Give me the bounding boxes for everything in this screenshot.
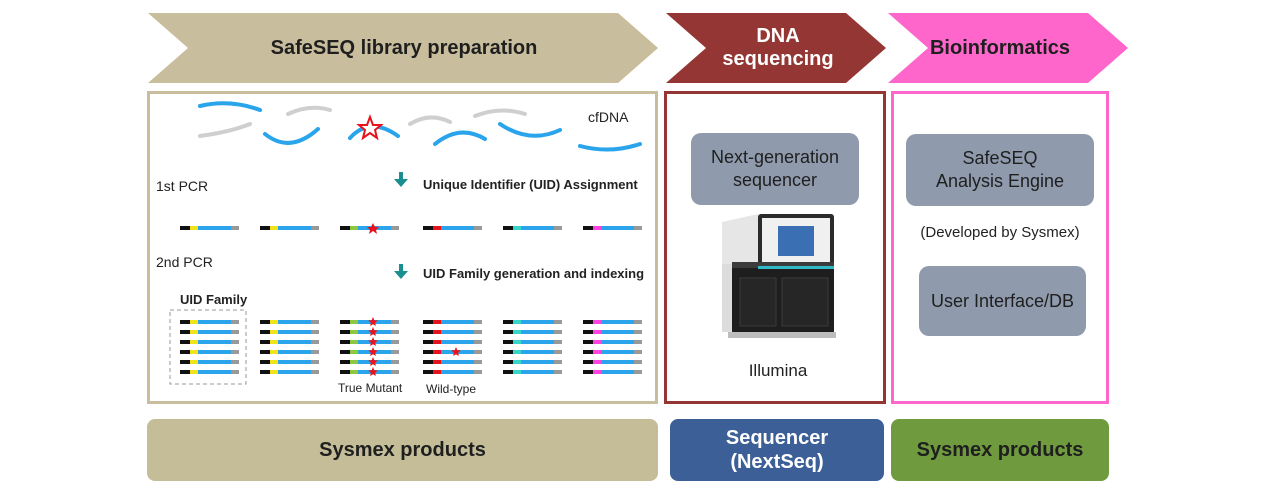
- uid-family-strand: [180, 330, 239, 334]
- uid-family-strand: [583, 360, 642, 364]
- dna-sequencing-panel: [664, 91, 886, 404]
- footer-sequencer-nextseq: Sequencer (NextSeq): [670, 419, 884, 481]
- uid-family-strand: [180, 340, 239, 344]
- mutation-star-icon: [451, 347, 461, 356]
- uid-family-generation-label: UID Family generation and indexing: [423, 266, 645, 281]
- uid-family-strand: [503, 370, 562, 374]
- bioinformatics-title: Bioinformatics: [929, 36, 1071, 59]
- uid-family-strand: [423, 340, 482, 344]
- cfdna-strand: [473, 108, 527, 118]
- illumina-label: Illumina: [748, 361, 808, 380]
- uid-fragment-row: [180, 223, 642, 234]
- uid-family-groups: [180, 317, 642, 376]
- developer-note: (Developed by Sysmex): [920, 224, 1080, 241]
- uid-family-label: UID Family: [180, 292, 248, 307]
- cfdna-strand: [286, 105, 332, 116]
- cfdna-strand: [263, 127, 320, 145]
- cfdna-strand: [198, 101, 262, 112]
- uid-family-strand: [503, 320, 562, 324]
- mutation-star-icon: [368, 317, 378, 326]
- cfdna-strand: [198, 122, 252, 138]
- library-prep-panel: [147, 91, 658, 404]
- uid-family-box: [169, 309, 247, 385]
- uid-family-strand: [583, 340, 642, 344]
- arrow-down-icon: [399, 264, 403, 272]
- uid-family-strand: [180, 360, 239, 364]
- uid-family-strand: [423, 370, 482, 374]
- mutation-star-icon: [368, 367, 378, 376]
- uid-family-strand: [260, 340, 319, 344]
- uid-family-strand: [423, 330, 482, 334]
- uid-family-strand: [423, 320, 482, 324]
- mutation-star-icon: [367, 223, 379, 234]
- uid-family-strand: [503, 330, 562, 334]
- mutation-star-icon: [356, 114, 384, 141]
- bioinformatics-panel: [891, 91, 1109, 404]
- wild-type-label: Wild-type: [426, 382, 477, 396]
- sequencer-icon: [722, 214, 836, 338]
- uid-family-strand: [260, 370, 319, 374]
- library-prep-illustration: [169, 101, 642, 385]
- mutation-star-icon: [368, 327, 378, 336]
- mutation-star-icon: [368, 347, 378, 356]
- analysis-engine-box: SafeSEQ Analysis Engine: [906, 134, 1094, 206]
- uid-family-strand: [583, 350, 642, 354]
- uid-family-strand: [583, 330, 642, 334]
- uid-family-strand: [503, 340, 562, 344]
- uid-family-strand: [503, 360, 562, 364]
- uid-family-strand: [260, 330, 319, 334]
- library-prep-title: SafeSEQ library preparation: [270, 36, 538, 59]
- uid-family-strand: [583, 370, 642, 374]
- uid-family-strand: [503, 350, 562, 354]
- mutation-star-icon: [368, 337, 378, 346]
- stage-arrows: [148, 13, 1128, 83]
- cfdna-strand: [433, 130, 487, 146]
- mutation-star-icon: [368, 357, 378, 366]
- pcr1-label: 1st PCR: [156, 178, 209, 194]
- dna-sequencing-title: DNA sequencing: [722, 25, 834, 70]
- cfdna-strand: [578, 142, 642, 152]
- cfdna-label: cfDNA: [588, 109, 629, 125]
- library-prep-chevron: [148, 13, 658, 83]
- footer-sysmex-products-left: Sysmex products: [147, 419, 658, 481]
- uid-family-strand: [180, 350, 239, 354]
- user-interface-db-box: User Interface/DB: [919, 266, 1086, 336]
- cfdna-strand: [408, 115, 452, 126]
- uid-assignment-label: Unique Identifier (UID) Assignment: [423, 177, 638, 192]
- dna-sequencing-chevron: [666, 13, 886, 83]
- true-mutant-label: True Mutant: [338, 381, 403, 395]
- uid-family-strand: [260, 320, 319, 324]
- uid-family-strand: [583, 320, 642, 324]
- ngs-box: Next-generation sequencer: [691, 133, 859, 205]
- arrow-down-icon: [399, 172, 403, 180]
- pcr2-label: 2nd PCR: [156, 254, 213, 270]
- cfdna-strand: [498, 122, 562, 138]
- uid-family-strand: [423, 360, 482, 364]
- uid-family-strand: [260, 360, 319, 364]
- uid-family-strand: [180, 370, 239, 374]
- uid-family-strand: [260, 350, 319, 354]
- footer-sysmex-products-right: Sysmex products: [891, 419, 1109, 481]
- bioinformatics-chevron: [888, 13, 1128, 83]
- uid-family-strand: [180, 320, 239, 324]
